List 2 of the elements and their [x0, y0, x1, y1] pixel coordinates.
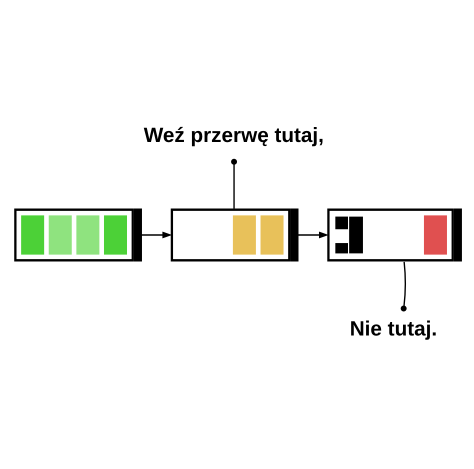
node-text: Weź przerwę tutaj,	[143, 124, 324, 147]
node-text: Nie tutaj.	[349, 317, 437, 340]
